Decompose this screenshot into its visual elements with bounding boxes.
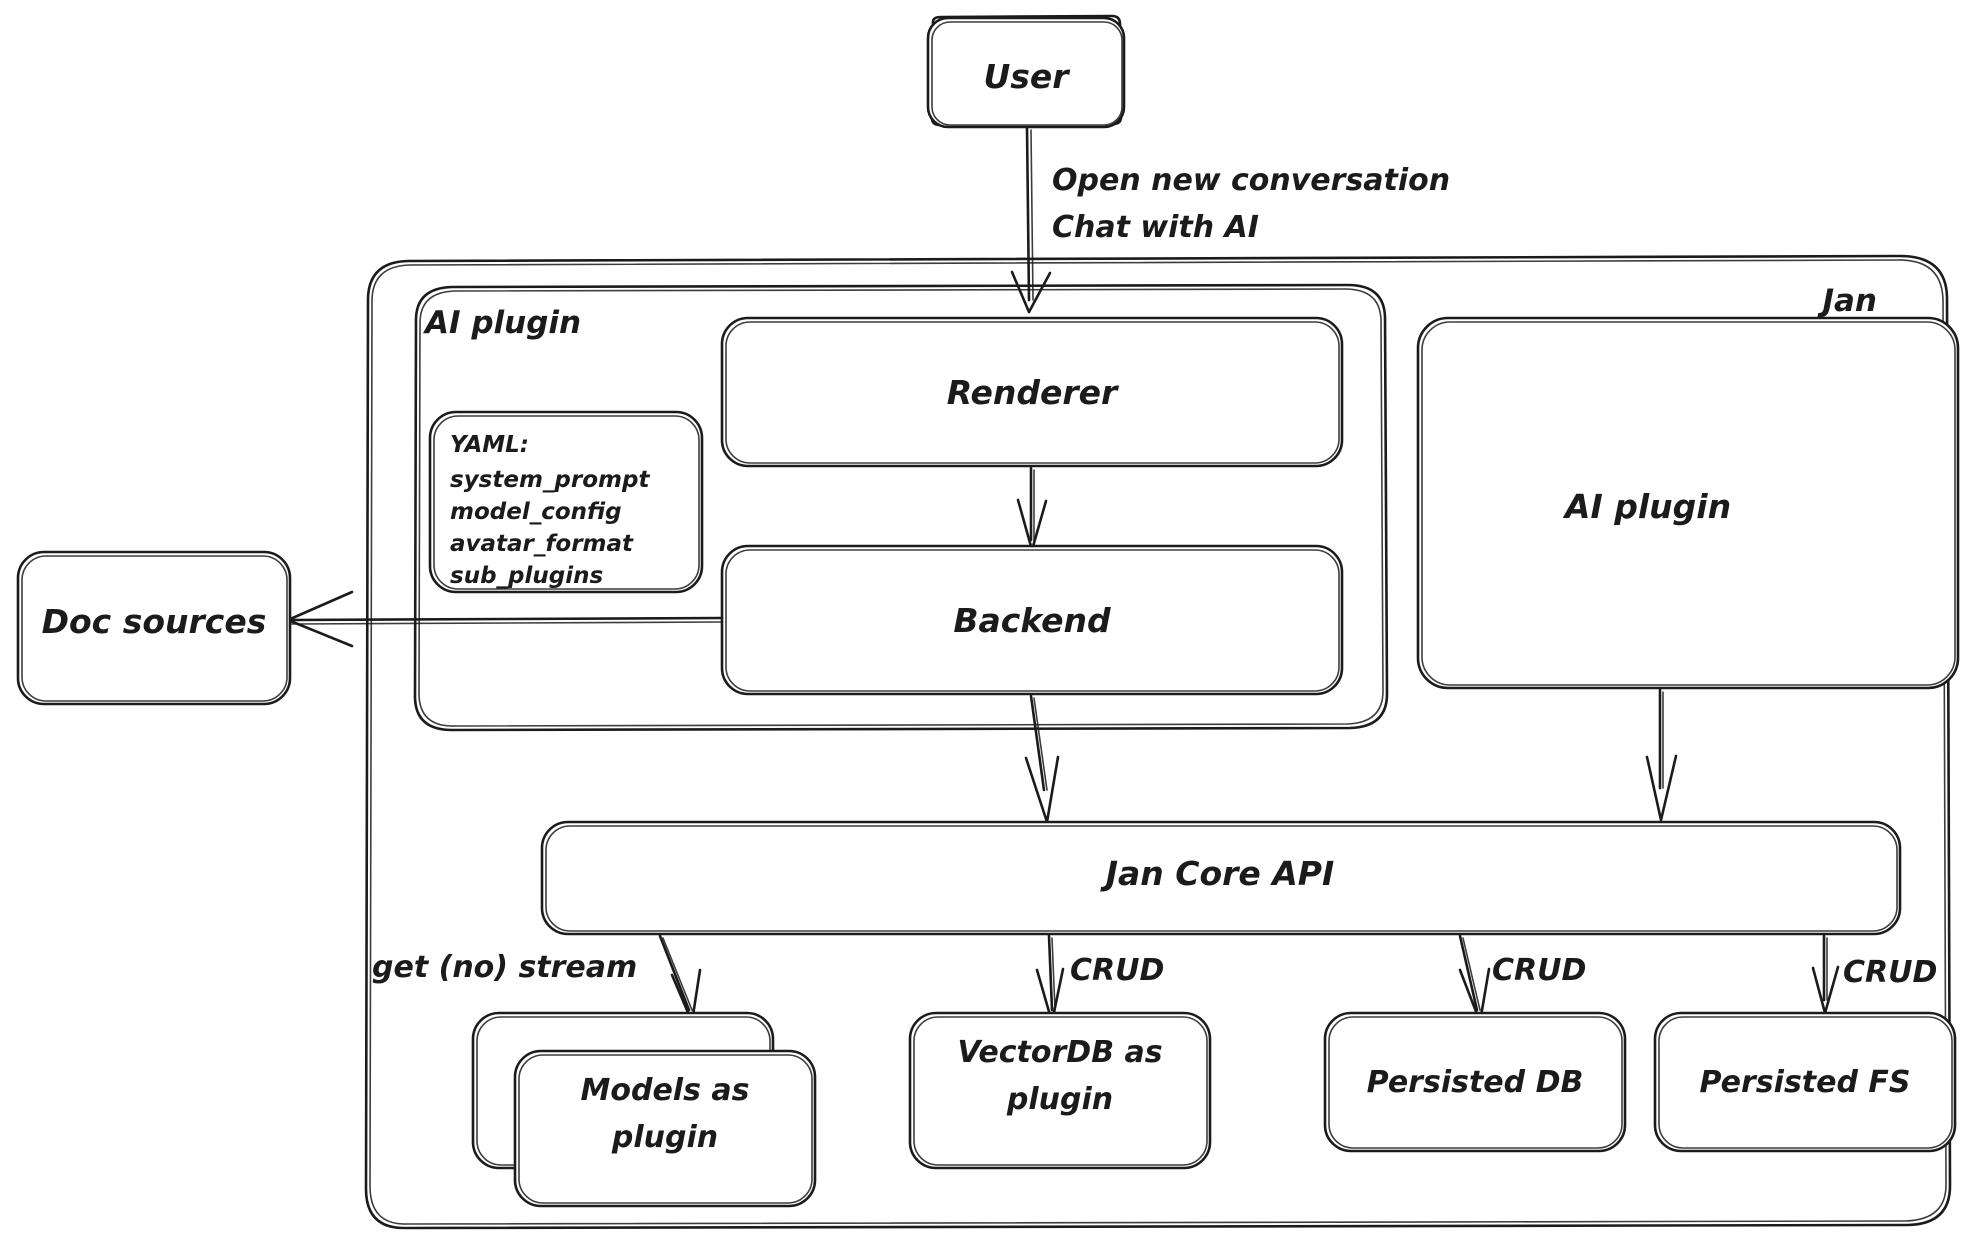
- edge-ai-plugin-to-jan-core-api: [1645, 688, 1678, 822]
- edge-persisted-db-label: CRUD: [1492, 953, 1586, 988]
- node-renderer-label: Renderer: [947, 373, 1119, 412]
- node-renderer[interactable]: Renderer: [720, 316, 1344, 468]
- node-yaml-note-item-0: system_prompt: [450, 467, 650, 493]
- edge-backend-to-doc-sources: [286, 590, 724, 648]
- node-user-label: User: [983, 57, 1070, 96]
- container-jan-label: Jan: [1816, 283, 1877, 319]
- node-ai-plugin[interactable]: AI plugin: [1416, 316, 1960, 690]
- node-yaml-note-item-1: model_config: [450, 499, 622, 525]
- edge-backend-to-jan-core-api: [1024, 694, 1060, 824]
- edge-jan-core-api-to-persisted-db: CRUD: [1458, 934, 1586, 1024]
- node-backend-label: Backend: [953, 601, 1111, 640]
- edge-vectordb-plugin-label: CRUD: [1070, 953, 1164, 988]
- container-jan: Jan: [364, 254, 1952, 1230]
- edge-user-to-renderer-label-line2: Chat with AI: [1052, 210, 1259, 245]
- node-persisted-fs-label: Persisted FS: [1699, 1065, 1910, 1100]
- node-ai-plugin-label: AI plugin: [1562, 487, 1731, 526]
- edge-persisted-fs-label: CRUD: [1843, 955, 1937, 990]
- node-doc-sources-label: Doc sources: [42, 602, 267, 641]
- node-user[interactable]: User: [926, 14, 1126, 129]
- container-ai-plugin-group-label: AI plugin: [422, 305, 581, 341]
- node-doc-sources[interactable]: Doc sources: [16, 550, 292, 706]
- node-vectordb-plugin-label-line1: VectorDB as: [957, 1035, 1162, 1070]
- edge-jan-core-api-to-models-plugin: get (no) stream: [372, 934, 702, 1024]
- node-vectordb-plugin[interactable]: VectorDB as plugin: [908, 1011, 1212, 1170]
- edge-user-to-renderer-label-line1: Open new conversation: [1052, 163, 1450, 198]
- node-yaml-note-title: YAML:: [450, 432, 529, 458]
- edge-user-to-renderer: Open new conversation Chat with AI: [1010, 126, 1450, 314]
- node-jan-core-api[interactable]: Jan Core API: [540, 820, 1902, 936]
- node-persisted-fs[interactable]: Persisted FS: [1653, 1011, 1957, 1153]
- node-models-plugin[interactable]: Models as plugin: [471, 1011, 817, 1208]
- edge-models-plugin-label: get (no) stream: [372, 950, 637, 985]
- edge-jan-core-api-to-vectordb-plugin: CRUD: [1035, 934, 1164, 1024]
- node-backend[interactable]: Backend: [720, 544, 1344, 696]
- node-vectordb-plugin-label-line2: plugin: [1006, 1082, 1113, 1117]
- node-persisted-db-label: Persisted DB: [1367, 1065, 1584, 1100]
- node-yaml-note-item-2: avatar_format: [450, 531, 634, 557]
- node-models-plugin-label-line1: Models as: [581, 1073, 750, 1108]
- container-ai-plugin-group: AI plugin: [413, 283, 1389, 732]
- node-jan-core-api-label: Jan Core API: [1100, 854, 1335, 893]
- edge-jan-core-api-to-persisted-fs: CRUD: [1811, 934, 1937, 1015]
- node-yaml-note-item-3: sub_plugins: [450, 563, 603, 589]
- edge-renderer-to-backend: [1016, 466, 1048, 552]
- node-yaml-note: YAML: system_prompt model_config avatar_…: [428, 410, 704, 594]
- node-persisted-db[interactable]: Persisted DB: [1323, 1011, 1627, 1153]
- node-models-plugin-label-line2: plugin: [611, 1120, 718, 1155]
